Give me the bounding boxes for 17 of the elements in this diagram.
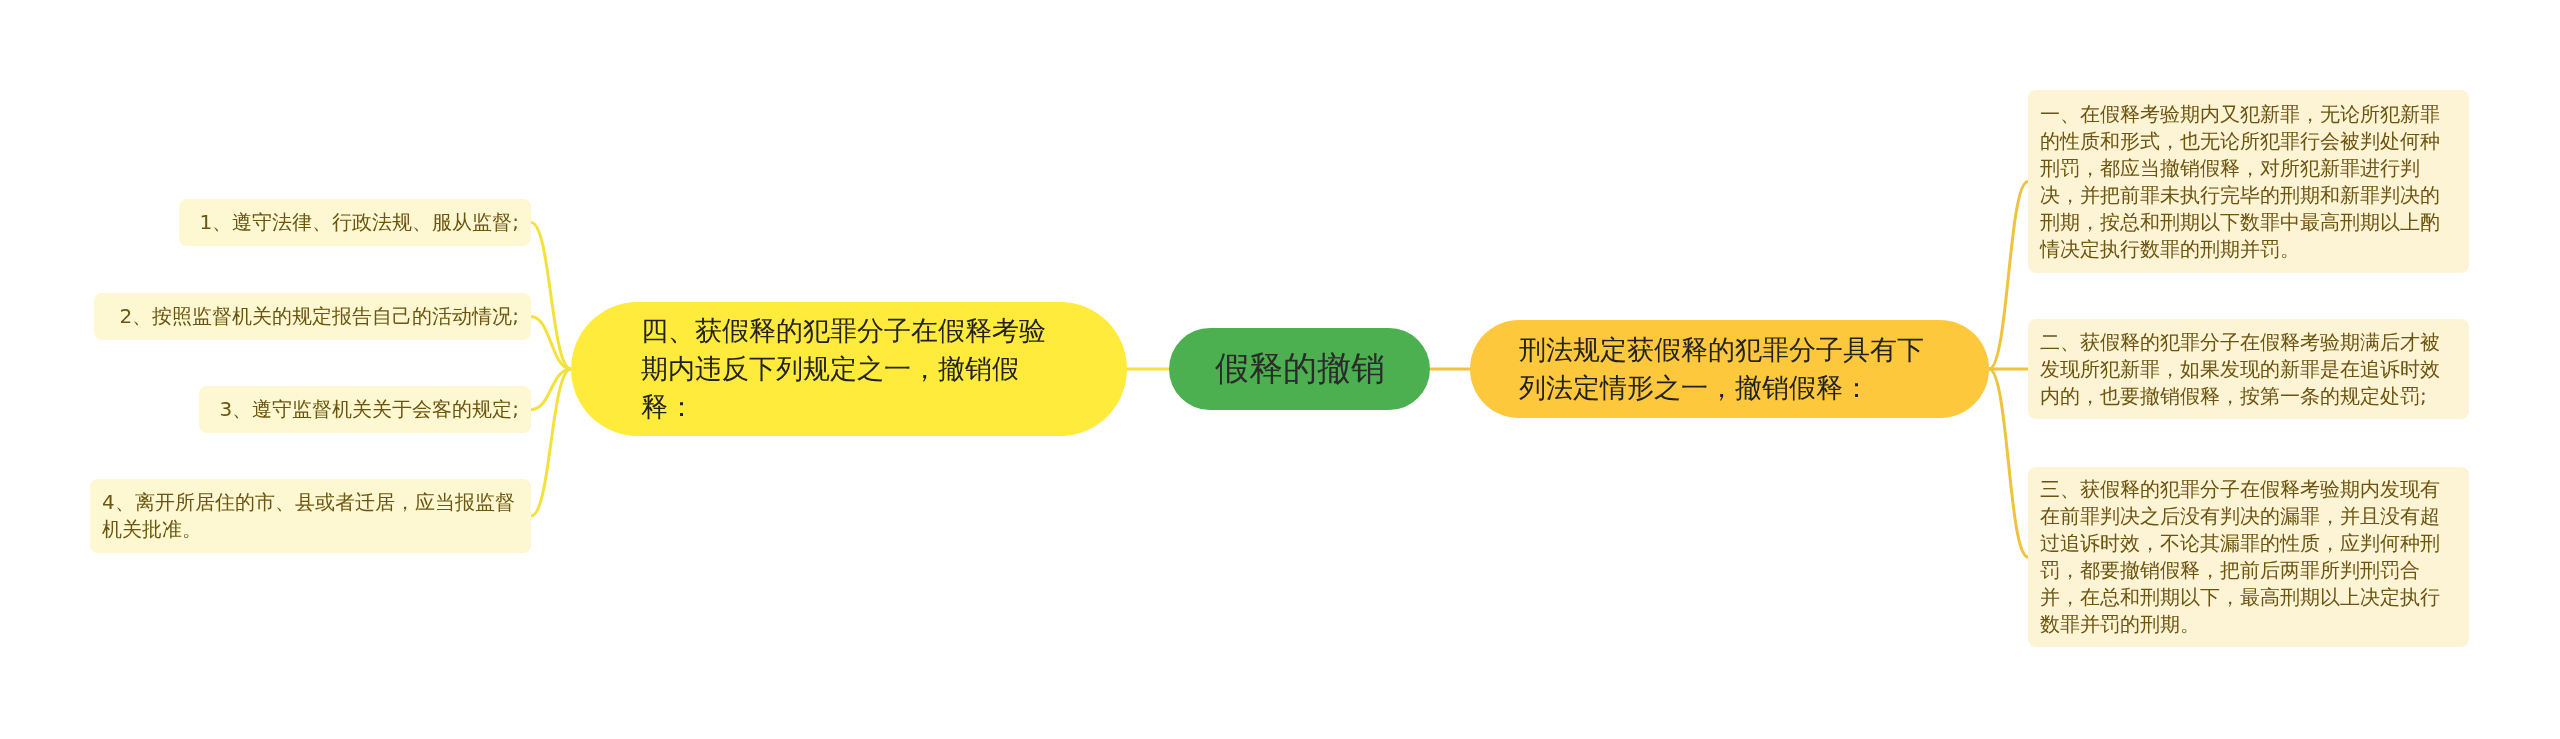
connector-line bbox=[1430, 367, 1470, 371]
branch-topic: 四、获假释的犯罪分子在假释考验期内违反下列规定之一，撤销假释： bbox=[571, 302, 1127, 436]
connector-line bbox=[530, 367, 572, 518]
connector-line bbox=[1989, 367, 2028, 371]
leaf-topic: 三、获假释的犯罪分子在假释考验期内发现有在前罪判决之后没有判决的漏罪，并且没有超过追诉时效，不论其漏罪的性质，应判何种刑罚，都要撤销假释，把前后两罪所判刑罚合并，在总和刑期以下，最高刑期以上决定执行数罪并罚的刑期。 bbox=[2028, 467, 2469, 647]
leaf-topic: 4、离开所居住的市、县或者迁居，应当报监督机关批准。 bbox=[90, 479, 531, 553]
root-topic: 假释的撤销 bbox=[1169, 328, 1430, 410]
connector-line bbox=[530, 315, 572, 371]
leaf-topic: 一、在假释考验期内又犯新罪，无论所犯新罪的性质和形式，也无论所犯罪行会被判处何种刑罚，都应当撤销假释，对所犯新罪进行判决，并把前罪未执行完毕的刑期和新罪判决的刑期，按总和刑期以下数罪中最高刑期以上酌情决定执行数罪的刑期并罚。 bbox=[2028, 90, 2469, 273]
leaf-topic: 二、获假释的犯罪分子在假释考验期满后才被发现所犯新罪，如果发现的新罪是在追诉时效内的，也要撤销假释，按第一条的规定处罚; bbox=[2028, 319, 2469, 419]
connector-line bbox=[1988, 180, 2029, 371]
leaf-topic: 3、遵守监督机关关于会客的规定; bbox=[199, 386, 531, 433]
connector-line bbox=[1988, 367, 2029, 559]
connector-line bbox=[1127, 367, 1169, 371]
branch-topic: 刑法规定获假释的犯罪分子具有下列法定情形之一，撤销假释： bbox=[1470, 320, 1989, 418]
leaf-topic: 2、按照监督机关的规定报告自己的活动情况; bbox=[94, 293, 531, 340]
leaf-topic: 1、遵守法律、行政法规、服从监督; bbox=[179, 199, 531, 246]
